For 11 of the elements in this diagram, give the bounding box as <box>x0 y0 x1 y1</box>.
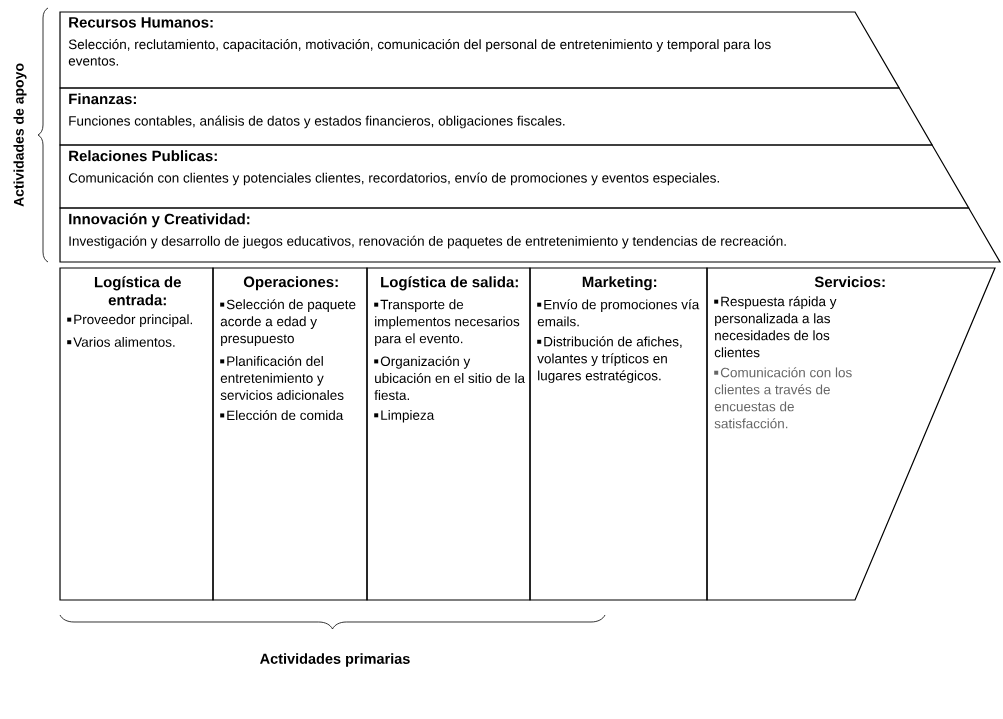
activity-column: Logística de entrada: Proveedor principal. Varios alimentos. <box>59 267 214 601</box>
support-band: Relaciones Publicas: Comunicación con clientes y potenciales clientes, recordatorios, envío de promociones y eventos especiales. <box>59 144 970 209</box>
activity-column: Operaciones: Selección de paquete acorde a edad y presupuesto Planificación del entretenimiento y servicios adicionales Elección de comida <box>212 267 368 601</box>
side-label: Actividades de apoyo <box>13 63 27 207</box>
support-band: Recursos Humanos: Selección, reclutamiento, capacitación, motivación, comunicación del personal de entretenimiento y temporal para los eventos. <box>59 11 901 89</box>
support-band: Innovación y Creatividad: Investigación y desarrollo de juegos educativos, renovación de paquetes de entretenimiento y tendencias de recreación. <box>59 207 1002 263</box>
activity-column: Servicios: Respuesta rápida y personalizada a las necesidades de los clientes Comunicación con los clientes a través de encuestas de satisfacción. <box>706 267 996 601</box>
activity-column: Logística de salida: Transporte de implementos necesarios para el evento. Organización y ubicación en el sitio de la fiesta. Limpieza <box>366 267 531 601</box>
bottom-label: Actividades primarias <box>260 653 410 667</box>
activity-column: Marketing: Envío de promociones vía emails. Distribución de afiches, volantes y trípticos en lugares estratégicos. <box>529 267 708 601</box>
support-band: Finanzas: Funciones contables, análisis de datos y estados financieros, obligaciones fiscales. <box>59 87 934 146</box>
